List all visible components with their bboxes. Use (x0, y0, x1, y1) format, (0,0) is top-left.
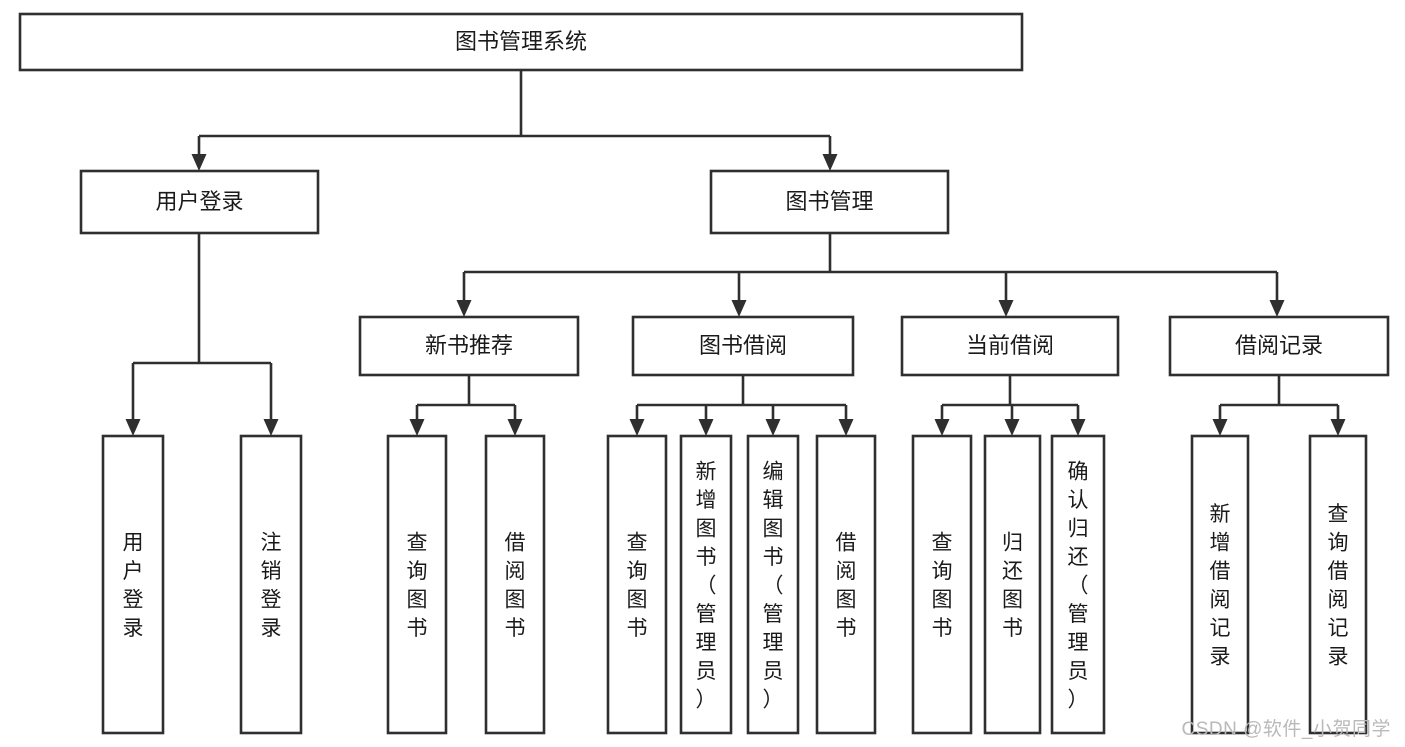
leaf-node-leaf-query-book-borrow[interactable]: 查询图书 (606, 434, 668, 735)
connectors-layer (125, 70, 1346, 436)
arrow-head-icon (1070, 419, 1086, 436)
level1-node-book-manage[interactable]: 图书管理 (709, 169, 950, 235)
leaf-node-leaf-borrow-book-recommend[interactable]: 借阅图书 (484, 434, 546, 735)
arrow-head-icon (731, 300, 747, 317)
connector-group-bookmanage_to_level2 (462, 233, 1279, 302)
level2-node-current-borrow[interactable]: 当前借阅 (900, 315, 1120, 377)
level2-node-borrow-record[interactable]: 借阅记录 (1168, 315, 1390, 377)
leaf-node-leaf-query-borrow-record[interactable]: 查询借阅记录 (1308, 434, 1368, 735)
root-node-root[interactable]: 图书管理系统 (18, 12, 1024, 72)
node-box[interactable] (815, 434, 877, 735)
arrow-head-icon (1330, 419, 1346, 436)
arrow-head-icon (1212, 419, 1228, 436)
node-label: 查询借阅记录 (1328, 503, 1349, 669)
node-box[interactable] (983, 434, 1042, 735)
node-label: 图书管理系统 (455, 29, 587, 54)
node-box[interactable] (101, 434, 165, 735)
arrow-head-icon (125, 419, 141, 436)
node-label: 借阅图书 (836, 532, 857, 641)
node-box[interactable] (631, 315, 855, 377)
connector-group-level1_to_user_leaves (131, 233, 273, 421)
leaf-node-leaf-user-logout[interactable]: 注销登录 (239, 434, 303, 735)
node-label: 当前借阅 (966, 333, 1054, 358)
leaf-node-leaf-user-login[interactable]: 用户登录 (101, 434, 165, 735)
level1-node-user-login[interactable]: 用户登录 (79, 169, 320, 235)
arrow-head-icon (263, 419, 279, 436)
node-box[interactable] (746, 434, 800, 735)
node-box[interactable] (239, 434, 303, 735)
arrow-head-icon (191, 154, 207, 171)
arrow-head-icon (822, 154, 838, 171)
arrow-head-icon (456, 300, 472, 317)
node-label: 用户登录 (123, 532, 144, 641)
arrow-head-icon (934, 419, 950, 436)
node-label: 新增借阅记录 (1210, 503, 1231, 669)
node-box[interactable] (1308, 434, 1368, 735)
node-box[interactable] (709, 169, 950, 235)
node-label: 新书推荐 (425, 333, 513, 358)
leaf-node-leaf-return-book[interactable]: 归还图书 (983, 434, 1042, 735)
arrow-head-icon (409, 419, 425, 436)
connector-group-root_to_level1 (197, 70, 832, 156)
node-box[interactable] (386, 434, 448, 735)
leaf-node-leaf-query-book-recommend[interactable]: 查询图书 (386, 434, 448, 735)
arrow-head-icon (507, 419, 523, 436)
node-label: 归还图书 (1002, 532, 1023, 641)
arrow-head-icon (629, 419, 645, 436)
node-box[interactable] (900, 315, 1120, 377)
level2-node-book-borrow[interactable]: 图书借阅 (631, 315, 855, 377)
node-label: 查询图书 (932, 532, 953, 641)
leaf-node-leaf-add-book[interactable]: 新增图书（管理员） (679, 434, 733, 735)
node-box[interactable] (79, 169, 320, 235)
leaf-node-leaf-add-borrow-record[interactable]: 新增借阅记录 (1190, 434, 1250, 735)
node-label: 新增图书（管理员） (696, 460, 717, 711)
node-box[interactable] (1168, 315, 1390, 377)
node-box[interactable] (358, 315, 580, 377)
node-box[interactable] (679, 434, 733, 735)
node-label: 图书管理 (785, 189, 873, 214)
arrow-head-icon (698, 419, 714, 436)
node-label: 查询图书 (407, 532, 428, 641)
watermark-text: CSDN @软件_小贺同学 (1181, 719, 1391, 740)
node-label: 用户登录 (155, 189, 243, 214)
leaf-node-leaf-edit-book[interactable]: 编辑图书（管理员） (746, 434, 800, 735)
node-box[interactable] (1190, 434, 1250, 735)
node-label: 图书借阅 (699, 333, 787, 358)
node-label: 借阅记录 (1235, 333, 1323, 358)
connector-group-record_to_leaves (1218, 375, 1340, 421)
connector-group-borrow_to_leaves (635, 375, 848, 421)
leaf-node-leaf-query-book-current[interactable]: 查询图书 (911, 434, 973, 735)
arrow-head-icon (838, 419, 854, 436)
node-box[interactable] (911, 434, 973, 735)
node-label: 查询图书 (627, 532, 648, 641)
nodes-layer: 图书管理系统用户登录图书管理新书推荐图书借阅当前借阅借阅记录用户登录注销登录查询… (18, 12, 1390, 735)
node-box[interactable] (606, 434, 668, 735)
connector-group-recommend_to_leaves (415, 375, 517, 421)
level2-node-new-book-recommend[interactable]: 新书推荐 (358, 315, 580, 377)
node-label: 注销登录 (261, 532, 282, 641)
node-label: 编辑图书（管理员） (763, 460, 784, 711)
node-box[interactable] (1050, 434, 1106, 735)
arrow-head-icon (998, 300, 1014, 317)
node-label: 借阅图书 (505, 532, 526, 641)
arrow-head-icon (765, 419, 781, 436)
node-box[interactable] (18, 12, 1024, 72)
leaf-node-leaf-borrow-book[interactable]: 借阅图书 (815, 434, 877, 735)
node-label: 确认归还（管理员） (1068, 460, 1089, 711)
leaf-node-leaf-confirm-return[interactable]: 确认归还（管理员） (1050, 434, 1106, 735)
arrow-head-icon (1269, 300, 1285, 317)
arrow-head-icon (1004, 419, 1020, 436)
connector-group-current_to_leaves (940, 375, 1080, 421)
node-box[interactable] (484, 434, 546, 735)
